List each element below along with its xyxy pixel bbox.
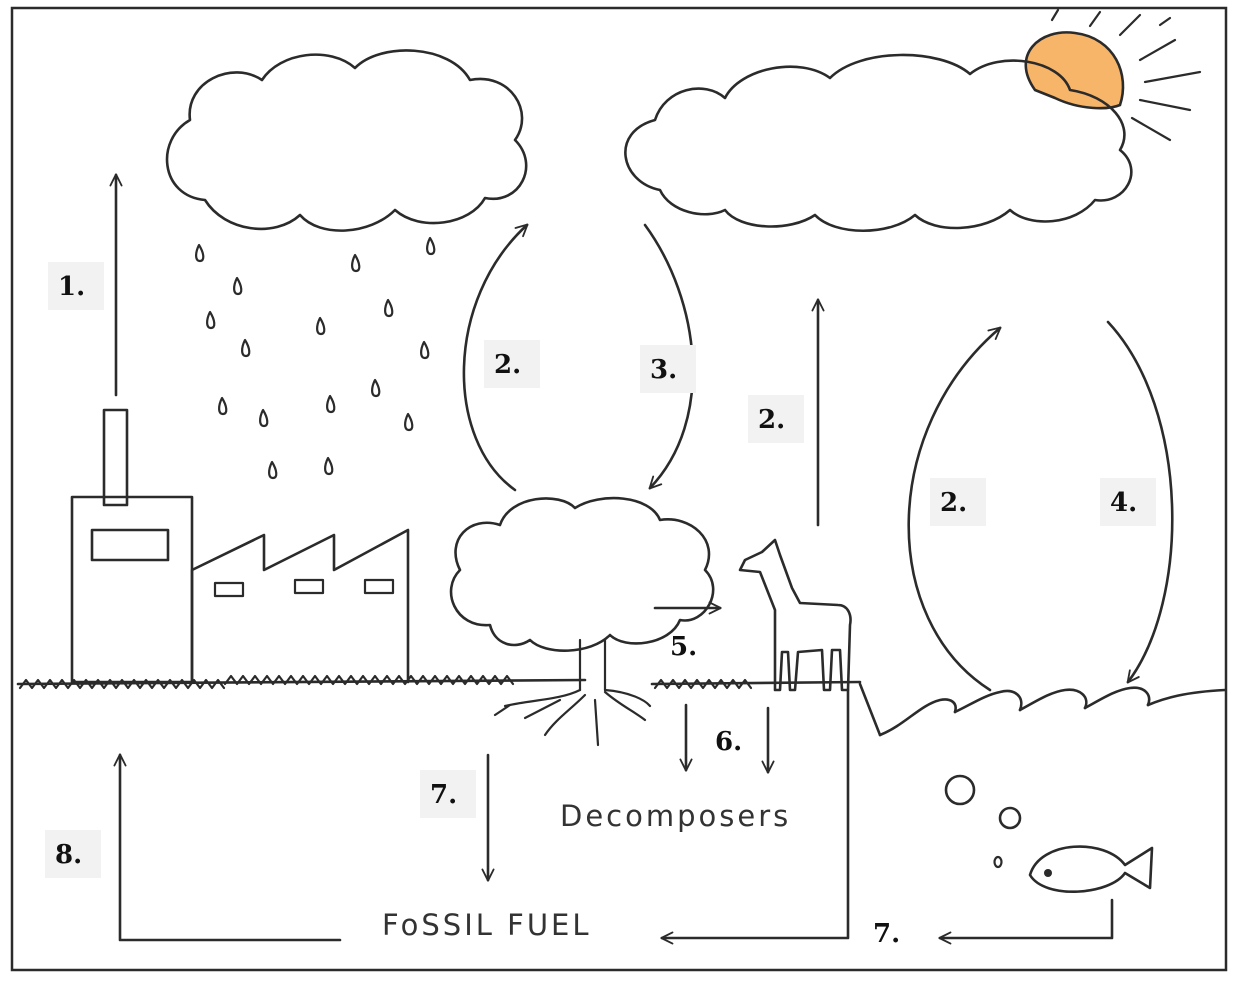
waves-icon <box>858 682 1227 737</box>
label-step-2-ocean: 2. <box>940 488 967 518</box>
rain-cloud-icon <box>165 49 528 232</box>
rain-drops <box>195 236 436 480</box>
cloud-icon <box>624 53 1133 232</box>
decomposers-label: Decomposers <box>560 799 791 833</box>
ground-line <box>16 674 862 690</box>
step-labels: 1. 2. 3. 2. 2. 4. 5. 6. 7. 7. 8. <box>45 262 1156 949</box>
label-step-4: 4. <box>1110 488 1137 518</box>
label-step-1: 1. <box>58 272 85 302</box>
label-step-6: 6. <box>715 727 742 757</box>
cycle-arrows <box>109 173 1174 945</box>
diagram-frame <box>10 6 1228 972</box>
tree-icon <box>449 496 715 747</box>
bubbles-icon <box>944 774 1022 869</box>
label-step-8: 8. <box>55 840 82 870</box>
label-step-2-tree: 2. <box>494 350 521 380</box>
label-step-2-animal: 2. <box>758 405 785 435</box>
fish-icon <box>1028 845 1154 894</box>
factory-icon <box>70 408 410 684</box>
label-step-5: 5. <box>670 632 697 662</box>
label-step-7-plants: 7. <box>430 780 457 810</box>
label-step-3: 3. <box>650 355 677 385</box>
fossil-fuel-label: FoSSIL FUEL <box>382 908 592 942</box>
sun-icon <box>1024 8 1202 142</box>
llama-icon <box>738 538 852 692</box>
label-step-7-ocean: 7. <box>873 919 900 949</box>
